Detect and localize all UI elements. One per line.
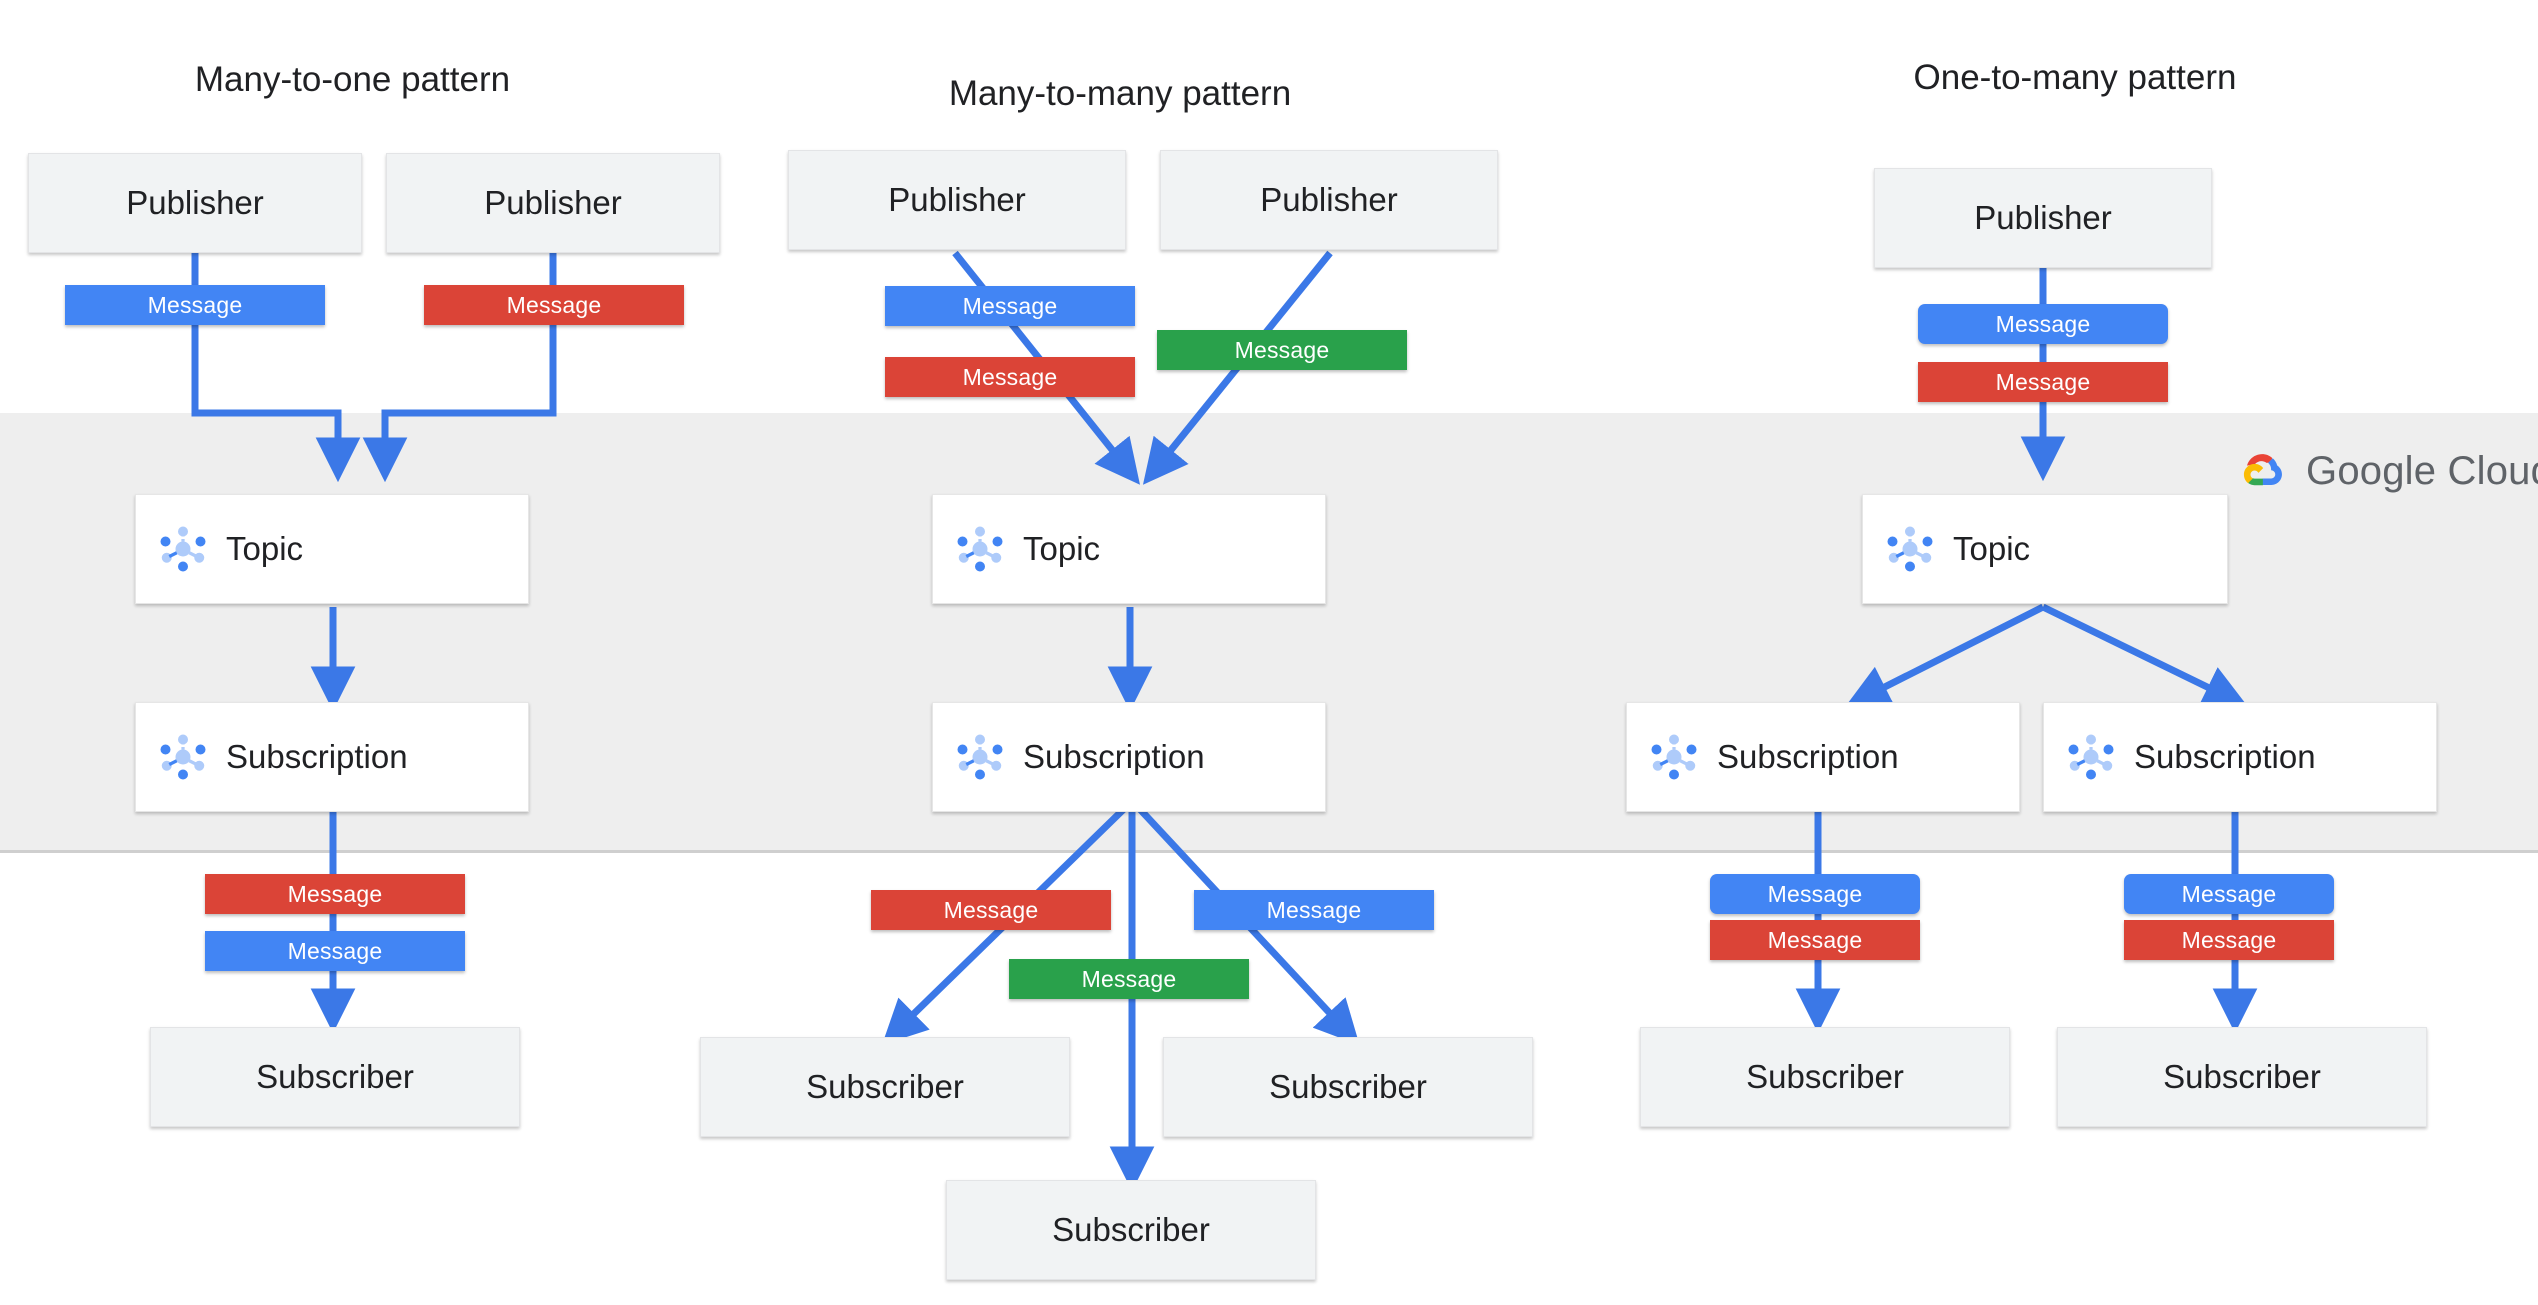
topic-label: Topic [1023, 530, 1101, 567]
topic-box[interactable]: Topic [1862, 494, 2228, 604]
message-label: Message [1767, 926, 1863, 953]
message-chip-blue: Message [205, 931, 465, 971]
pubsub-subscription-icon [2068, 734, 2114, 780]
publisher-label: Publisher [126, 184, 264, 221]
message-chip-blue: Message [2124, 874, 2334, 914]
subscriber-box[interactable]: Subscriber [1640, 1027, 2010, 1127]
subscriber-label: Subscriber [256, 1058, 414, 1095]
message-chip-blue: Message [885, 286, 1135, 326]
message-label: Message [2181, 926, 2277, 953]
topic-box[interactable]: Topic [932, 494, 1326, 604]
subscription-label: Subscription [1717, 738, 1899, 775]
publisher-box[interactable]: Publisher [28, 153, 362, 253]
subscriber-box[interactable]: Subscriber [150, 1027, 520, 1127]
message-chip-green: Message [1009, 959, 1249, 999]
subscriber-label: Subscriber [806, 1068, 964, 1105]
message-label: Message [962, 363, 1058, 390]
google-cloud-logo: Google Cloud [2232, 446, 2538, 496]
pubsub-subscription-icon [1651, 734, 1697, 780]
pubsub-subscription-icon [160, 734, 206, 780]
google-cloud-logo-icon [2243, 454, 2282, 486]
subscription-box[interactable]: Subscription [2043, 702, 2437, 812]
topic-label: Topic [1953, 530, 2031, 567]
message-label: Message [1995, 310, 2091, 337]
message-chip-red: Message [1710, 920, 1920, 960]
pubsub-topic-icon [957, 526, 1003, 572]
message-chip-red: Message [205, 874, 465, 914]
logo-word-google: Google [2306, 448, 2437, 493]
publisher-box[interactable]: Publisher [788, 150, 1126, 250]
publisher-label: Publisher [1974, 199, 2112, 236]
message-label: Message [1266, 896, 1362, 923]
message-chip-red: Message [424, 285, 684, 325]
publisher-label: Publisher [484, 184, 622, 221]
message-label: Message [1234, 336, 1330, 363]
message-chip-red: Message [1918, 362, 2168, 402]
subscriber-label: Subscriber [1269, 1068, 1427, 1105]
message-label: Message [287, 880, 383, 907]
subscriber-box[interactable]: Subscriber [946, 1180, 1316, 1280]
subscriber-box[interactable]: Subscriber [2057, 1027, 2427, 1127]
subscription-box[interactable]: Subscription [1626, 702, 2020, 812]
publisher-label: Publisher [888, 181, 1026, 218]
subscriber-box[interactable]: Subscriber [700, 1037, 1070, 1137]
message-chip-blue: Message [1918, 304, 2168, 344]
topic-box[interactable]: Topic [135, 494, 529, 604]
subscription-box[interactable]: Subscription [135, 702, 529, 812]
publisher-box[interactable]: Publisher [1874, 168, 2212, 268]
message-chip-blue: Message [1710, 874, 1920, 914]
subscription-box[interactable]: Subscription [932, 702, 1326, 812]
message-chip-blue: Message [1194, 890, 1434, 930]
message-label: Message [506, 291, 602, 318]
section-title-many-to-one: Many-to-one pattern [194, 60, 511, 99]
message-label: Message [1995, 368, 2091, 395]
subscription-label: Subscription [226, 738, 408, 775]
google-cloud-logo-text: Google Cloud [2306, 449, 2538, 494]
logo-word-cloud: Cloud [2447, 448, 2538, 493]
topic-label: Topic [226, 530, 304, 567]
message-chip-red: Message [885, 357, 1135, 397]
publisher-label: Publisher [1260, 181, 1398, 218]
message-label: Message [287, 937, 383, 964]
message-label: Message [943, 896, 1039, 923]
subscriber-label: Subscriber [2163, 1058, 2321, 1095]
message-label: Message [147, 291, 243, 318]
pubsub-topic-icon [1887, 526, 1933, 572]
subscription-label: Subscription [2134, 738, 2316, 775]
section-title-one-to-many: One-to-many pattern [1913, 58, 2237, 97]
subscriber-label: Subscriber [1052, 1211, 1210, 1248]
section-title-many-to-many: Many-to-many pattern [948, 74, 1292, 113]
subscription-label: Subscription [1023, 738, 1205, 775]
publisher-box[interactable]: Publisher [1160, 150, 1498, 250]
pubsub-topic-icon [160, 526, 206, 572]
message-chip-blue: Message [65, 285, 325, 325]
subscriber-label: Subscriber [1746, 1058, 1904, 1095]
message-label: Message [2181, 880, 2277, 907]
message-chip-red: Message [871, 890, 1111, 930]
subscriber-box[interactable]: Subscriber [1163, 1037, 1533, 1137]
message-label: Message [962, 292, 1058, 319]
message-label: Message [1767, 880, 1863, 907]
message-label: Message [1081, 965, 1177, 992]
publisher-box[interactable]: Publisher [386, 153, 720, 253]
message-chip-red: Message [2124, 920, 2334, 960]
message-chip-green: Message [1157, 330, 1407, 370]
pubsub-subscription-icon [957, 734, 1003, 780]
